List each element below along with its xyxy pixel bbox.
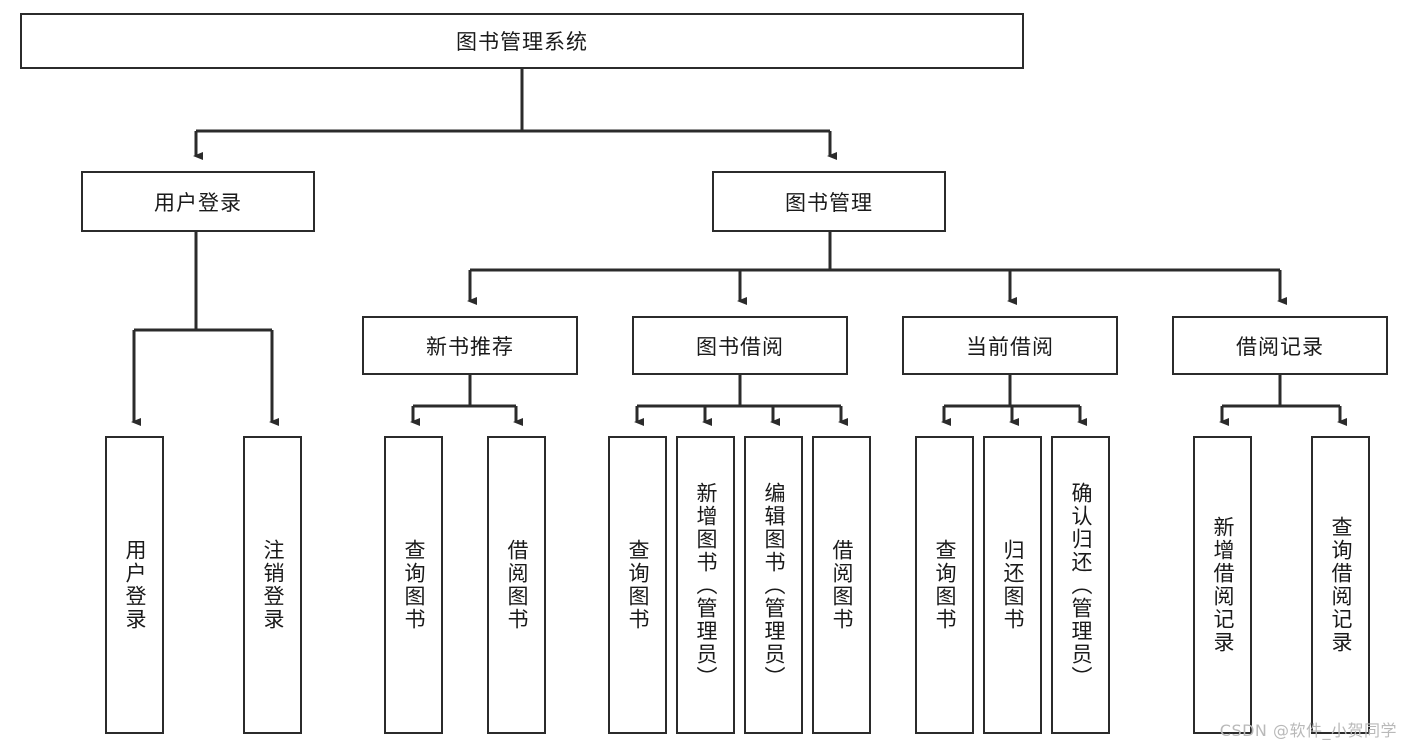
node-borrow-record[interactable]: 借阅记录 <box>1172 316 1388 375</box>
leaf-return-book[interactable]: 归还图书 <box>983 436 1042 734</box>
leaf-add-book-admin[interactable]: 新增图书（管理员） <box>676 436 735 734</box>
leaf-query-book-borrow[interactable]: 查询图书 <box>608 436 667 734</box>
node-label: 确认归还（管理员） <box>1069 481 1093 689</box>
leaf-borrow-book[interactable]: 借阅图书 <box>812 436 871 734</box>
node-label: 查询图书 <box>626 539 650 631</box>
node-label: 新书推荐 <box>426 334 514 359</box>
leaf-borrow-book-new-book[interactable]: 借阅图书 <box>487 436 546 734</box>
leaf-query-book-current[interactable]: 查询图书 <box>915 436 974 734</box>
node-label: 归还图书 <box>1001 539 1025 631</box>
leaf-confirm-return-admin[interactable]: 确认归还（管理员） <box>1051 436 1110 734</box>
leaf-edit-book-admin[interactable]: 编辑图书（管理员） <box>744 436 803 734</box>
node-user-login[interactable]: 用户登录 <box>81 171 315 232</box>
leaf-logout-login[interactable]: 注销登录 <box>243 436 302 734</box>
node-label: 当前借阅 <box>966 334 1054 359</box>
leaf-query-book-new-book[interactable]: 查询图书 <box>384 436 443 734</box>
watermark: CSDN @软件_小贺同学 <box>1219 721 1397 740</box>
node-label: 注销登录 <box>261 539 285 631</box>
node-label: 查询借阅记录 <box>1329 516 1353 654</box>
node-label: 新增借阅记录 <box>1211 516 1235 654</box>
node-label: 查询图书 <box>402 539 426 631</box>
node-label: 图书管理系统 <box>456 30 588 54</box>
node-label: 图书管理 <box>785 190 873 215</box>
node-label: 用户登录 <box>123 539 147 631</box>
node-label: 新增图书（管理员） <box>694 481 718 689</box>
node-current-borrow[interactable]: 当前借阅 <box>902 316 1118 375</box>
node-new-book-recommend[interactable]: 新书推荐 <box>362 316 578 375</box>
leaf-query-borrow-record[interactable]: 查询借阅记录 <box>1311 436 1370 734</box>
node-book-borrow[interactable]: 图书借阅 <box>632 316 848 375</box>
leaf-user-login[interactable]: 用户登录 <box>105 436 164 734</box>
node-label: 图书借阅 <box>696 334 784 359</box>
node-label: 查询图书 <box>933 539 957 631</box>
node-label: 编辑图书（管理员） <box>762 481 786 689</box>
node-root-book-management-system[interactable]: 图书管理系统 <box>20 13 1024 69</box>
node-label: 用户登录 <box>154 190 242 215</box>
leaf-add-borrow-record[interactable]: 新增借阅记录 <box>1193 436 1252 734</box>
node-label: 借阅图书 <box>505 539 529 631</box>
node-label: 借阅记录 <box>1236 334 1324 359</box>
node-book-management[interactable]: 图书管理 <box>712 171 946 232</box>
node-label: 借阅图书 <box>830 539 854 631</box>
